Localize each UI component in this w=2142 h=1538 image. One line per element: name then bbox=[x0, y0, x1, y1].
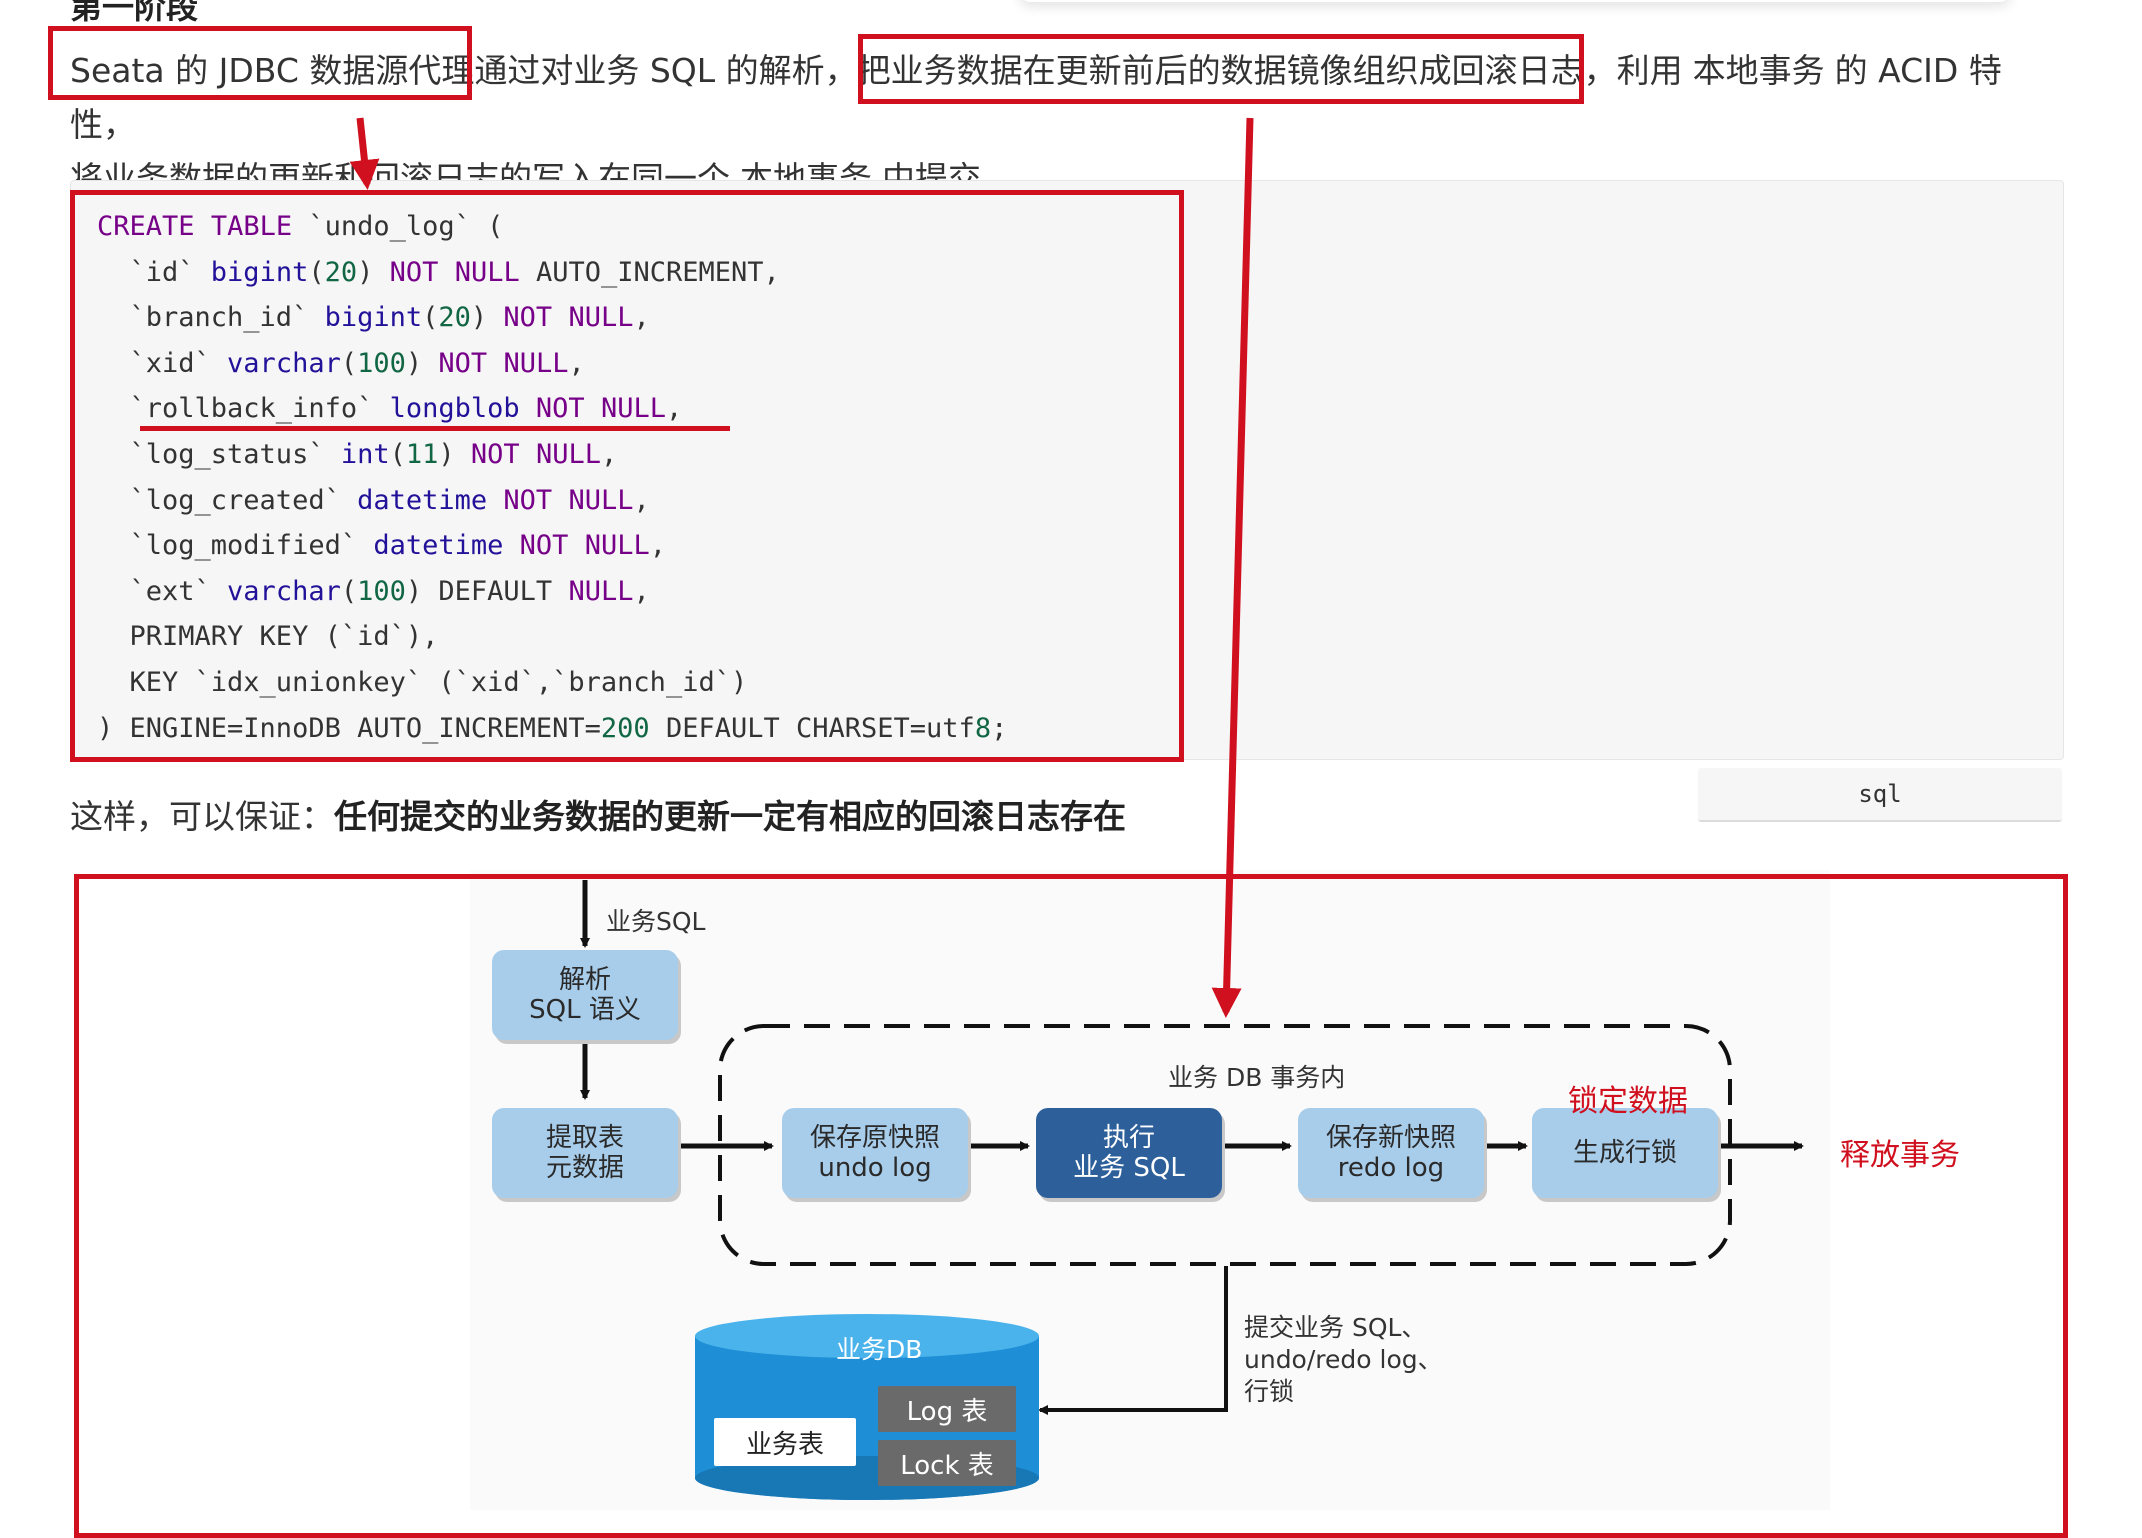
commit-label-line: undo/redo log、 bbox=[1244, 1345, 1443, 1374]
para-local-tx: 本地事务 bbox=[1692, 51, 1825, 90]
db-title: 业务DB bbox=[836, 1335, 923, 1364]
code-line: KEY `idx_unionkey` (`xid`,`branch_id`) bbox=[97, 666, 748, 698]
code-line: `id` bigint(20) NOT NULL AUTO_INCREMENT, bbox=[97, 256, 780, 288]
extract-metadata-box: 提取表 元数据 bbox=[492, 1108, 678, 1198]
release-tx-label: 释放事务 bbox=[1840, 1138, 1960, 1173]
lock-data-label: 锁定数据 bbox=[1568, 1084, 1688, 1119]
undo-log-box: 保存原快照 undo log bbox=[782, 1108, 968, 1198]
para-jdbc-proxy: Seata 的 JDBC 数据源代理 bbox=[70, 51, 475, 90]
para-text: 通过对业务 SQL 的解析，把 bbox=[474, 51, 891, 90]
section-heading: 第一阶段 bbox=[70, 0, 199, 26]
execute-sql-box: 执行 业务 SQL bbox=[1036, 1108, 1222, 1198]
db-cylinder-top bbox=[695, 1314, 1039, 1358]
commit-label-line: 提交业务 SQL、 bbox=[1244, 1313, 1427, 1342]
conclusion-bold: 任何提交的业务数据的更新一定有相应的回滚日志存在 bbox=[334, 797, 1126, 836]
overlay-shadow bbox=[1020, 0, 2010, 2]
commit-arrow bbox=[1038, 1266, 1228, 1415]
db-table-business: 业务表 bbox=[714, 1418, 856, 1466]
row-lock-box: 生成行锁 bbox=[1532, 1108, 1718, 1198]
conclusion-prefix: 这样，可以保证： bbox=[70, 797, 334, 836]
db-table-log: Log 表 bbox=[878, 1386, 1016, 1432]
db-table-lock: Lock 表 bbox=[878, 1440, 1016, 1486]
code-line: PRIMARY KEY (`id`), bbox=[97, 621, 439, 653]
annotation-box-undo-log bbox=[858, 34, 1584, 104]
conclusion-text: 这样，可以保证：任何提交的业务数据的更新一定有相应的回滚日志存在 bbox=[70, 795, 1126, 839]
code-line: `branch_id` bigint(20) NOT NULL, bbox=[97, 302, 650, 334]
para-text: 的 ACID 特性， bbox=[70, 51, 2002, 144]
code-language-badge[interactable]: sql bbox=[1698, 768, 2062, 822]
sql-code[interactable]: CREATE TABLE `undo_log` ( `id` bigint(20… bbox=[97, 204, 1007, 751]
annotation-arrow-to-table bbox=[349, 117, 380, 190]
code-line: CREATE TABLE `undo_log` ( bbox=[97, 211, 504, 242]
redo-log-box: 保存新快照 redo log bbox=[1298, 1108, 1484, 1198]
code-line: ) ENGINE=InnoDB AUTO_INCREMENT=200 DEFAU… bbox=[97, 712, 1008, 744]
annotation-box-diagram bbox=[74, 874, 2068, 1538]
transaction-boundary bbox=[718, 1024, 1732, 1266]
code-block bbox=[70, 180, 2064, 760]
commit-label-line: 行锁 bbox=[1244, 1377, 1295, 1406]
code-line: `xid` varchar(100) NOT NULL, bbox=[97, 347, 585, 379]
code-line: `ext` varchar(100) DEFAULT NULL, bbox=[97, 575, 650, 607]
annotation-underline-rollback-info bbox=[140, 426, 730, 431]
code-line: `log_status` int(11) NOT NULL, bbox=[97, 438, 618, 470]
annotation-box-jdbc-proxy bbox=[48, 26, 472, 100]
input-sql-label: 业务SQL bbox=[606, 907, 706, 936]
annotation-box-code bbox=[70, 190, 1184, 762]
transaction-label: 业务 DB 事务内 bbox=[1168, 1063, 1346, 1092]
para-text: ，利用 bbox=[1583, 51, 1683, 90]
para-highlight: 业务数据在更新前后的数据镜像组织成回滚日志 bbox=[890, 51, 1584, 90]
commit-label: 提交业务 SQL、 undo/redo log、 行锁 bbox=[1244, 1312, 1443, 1408]
code-line: `rollback_info` longblob NOT NULL, bbox=[97, 393, 683, 425]
parse-sql-box: 解析 SQL 语义 bbox=[492, 950, 678, 1040]
code-line: `log_modified` datetime NOT NULL, bbox=[97, 530, 667, 562]
code-line: `log_created` datetime NOT NULL, bbox=[97, 484, 650, 516]
annotation-arrow-to-diagram bbox=[1211, 117, 1254, 1018]
